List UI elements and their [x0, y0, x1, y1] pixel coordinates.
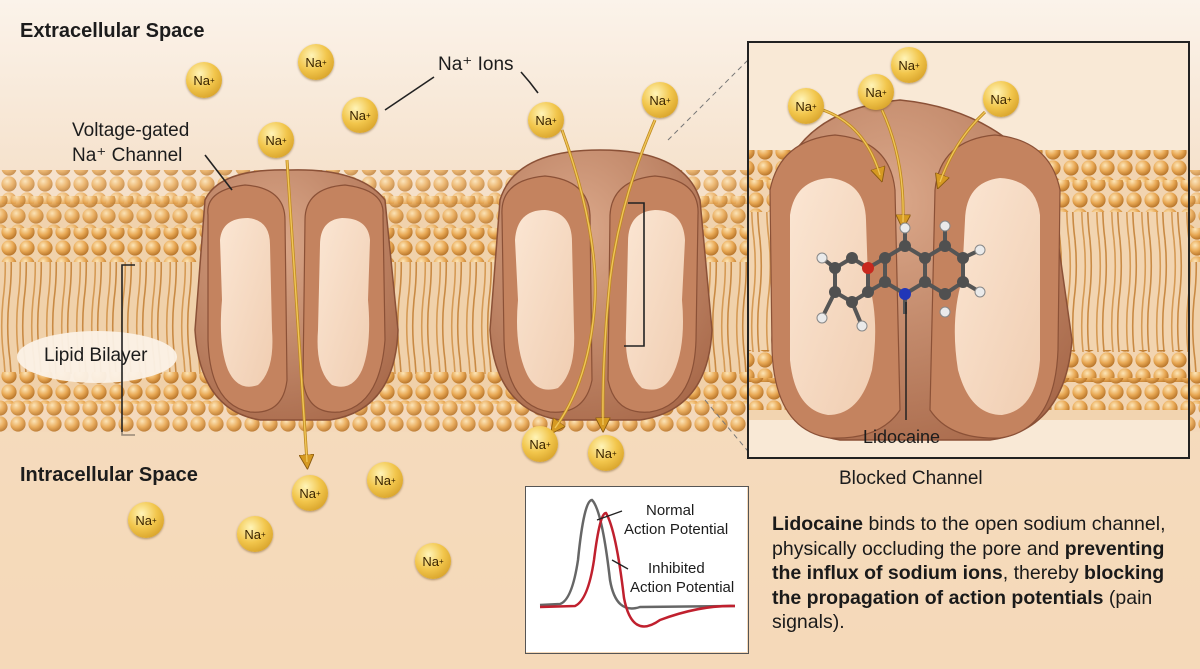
caption-part-4: , thereby — [1002, 562, 1085, 584]
ion-symbol: Na — [374, 472, 391, 488]
sodium-ion: Na+ — [415, 543, 451, 579]
extracellular-label: Extracellular Space — [20, 20, 205, 42]
sodium-ion: Na+ — [128, 502, 164, 538]
ion-charge: + — [315, 488, 321, 498]
zoom-line-bottom — [704, 399, 753, 457]
ion-charge: + — [438, 556, 444, 566]
sodium-ion: Na+ — [258, 122, 294, 158]
ion-symbol: Na — [595, 445, 612, 461]
sodium-ion: Na+ — [528, 102, 564, 138]
zoom-line-top — [667, 47, 761, 141]
sodium-ion: Na+ — [186, 62, 222, 98]
ion-charge: + — [1006, 94, 1012, 104]
ion-charge: + — [914, 60, 920, 70]
ion-charge: + — [665, 95, 671, 105]
ion-symbol: Na — [795, 98, 812, 114]
explanation-caption: Lidocaine binds to the open sodium chann… — [772, 512, 1192, 635]
normal-ap-label-1: Normal — [646, 502, 695, 519]
caption-part-2: binds to the open sodium channel, physic… — [772, 513, 1166, 560]
caption-part-6: (pain signals). — [772, 586, 1153, 634]
ion-symbol: Na — [299, 485, 316, 501]
caption-preventing: preventing the influx of sodium ions — [772, 537, 1165, 585]
ion-charge: + — [881, 87, 887, 97]
ion-symbol: Na — [305, 54, 322, 70]
na-ions-leader-2 — [520, 71, 539, 94]
ion-flow-arrows — [285, 119, 657, 462]
ion-charge: + — [209, 75, 215, 85]
ion-symbol: Na — [529, 436, 546, 452]
sodium-ion: Na+ — [292, 475, 328, 511]
sodium-ion: Na+ — [788, 88, 824, 124]
ion-charge: + — [151, 515, 157, 525]
ion-symbol: Na — [244, 526, 261, 542]
lidocaine-label: Lidocaine — [863, 427, 941, 447]
na-ions-label: Na⁺ Ions — [438, 54, 514, 75]
normal-ap-leader — [596, 510, 623, 521]
ion-symbol: Na — [535, 112, 552, 128]
na-ions-leader — [384, 76, 435, 111]
ion-charge: + — [551, 115, 557, 125]
channel-label-line2: Na⁺ Channel — [72, 145, 183, 166]
sodium-ion: Na+ — [858, 74, 894, 110]
caption-lidocaine: Lidocaine — [772, 513, 864, 535]
sodium-ion: Na+ — [522, 426, 558, 462]
action-potential-chart — [525, 486, 749, 654]
ion-charge: + — [365, 110, 371, 120]
sodium-ion: Na+ — [983, 81, 1019, 117]
sodium-ion: Na+ — [367, 462, 403, 498]
sodium-ion: Na+ — [891, 47, 927, 83]
sodium-ion: Na+ — [298, 44, 334, 80]
ion-symbol: Na — [349, 107, 366, 123]
sodium-channel-2 — [489, 149, 713, 421]
caption-blocking: blocking the propagation of action poten… — [772, 562, 1165, 609]
action-potential-curves — [539, 498, 736, 628]
sodium-ion: Na+ — [342, 97, 378, 133]
channel-label-line1: Voltage-gated — [72, 120, 190, 141]
lipid-bilayer-label: Lipid Bilayer — [44, 345, 148, 366]
ion-charge: + — [811, 101, 817, 111]
ion-symbol: Na — [135, 512, 152, 528]
ion-charge: + — [281, 135, 287, 145]
ion-charge: + — [390, 475, 396, 485]
ion-symbol: Na — [990, 91, 1007, 107]
normal-ap-curve — [539, 498, 736, 610]
channel-leader — [204, 154, 233, 191]
ion-charge: + — [260, 529, 266, 539]
ion-symbol: Na — [649, 92, 666, 108]
ion-charge: + — [321, 57, 327, 67]
intracellular-label: Intracellular Space — [20, 464, 198, 486]
inhibited-ap-label-2: Action Potential — [630, 579, 735, 596]
inhibited-ap-leader — [611, 559, 629, 570]
sodium-ion: Na+ — [237, 516, 273, 552]
ion-charge: + — [611, 448, 617, 458]
inhibited-ap-label-1: Inhibited — [648, 560, 705, 577]
channel-bracket — [624, 202, 645, 347]
ion-symbol: Na — [265, 132, 282, 148]
sodium-ion: Na+ — [588, 435, 624, 471]
lidocaine-atoms — [816, 220, 986, 332]
sodium-ion: Na+ — [642, 82, 678, 118]
ion-symbol: Na — [422, 553, 439, 569]
ion-charge: + — [545, 439, 551, 449]
ion-symbol: Na — [193, 72, 210, 88]
inhibited-ap-curve — [539, 511, 736, 628]
blocked-channel-label: Blocked Channel — [839, 468, 983, 489]
ion-symbol: Na — [865, 84, 882, 100]
normal-ap-label-2: Action Potential — [624, 521, 729, 538]
ion-symbol: Na — [898, 57, 915, 73]
